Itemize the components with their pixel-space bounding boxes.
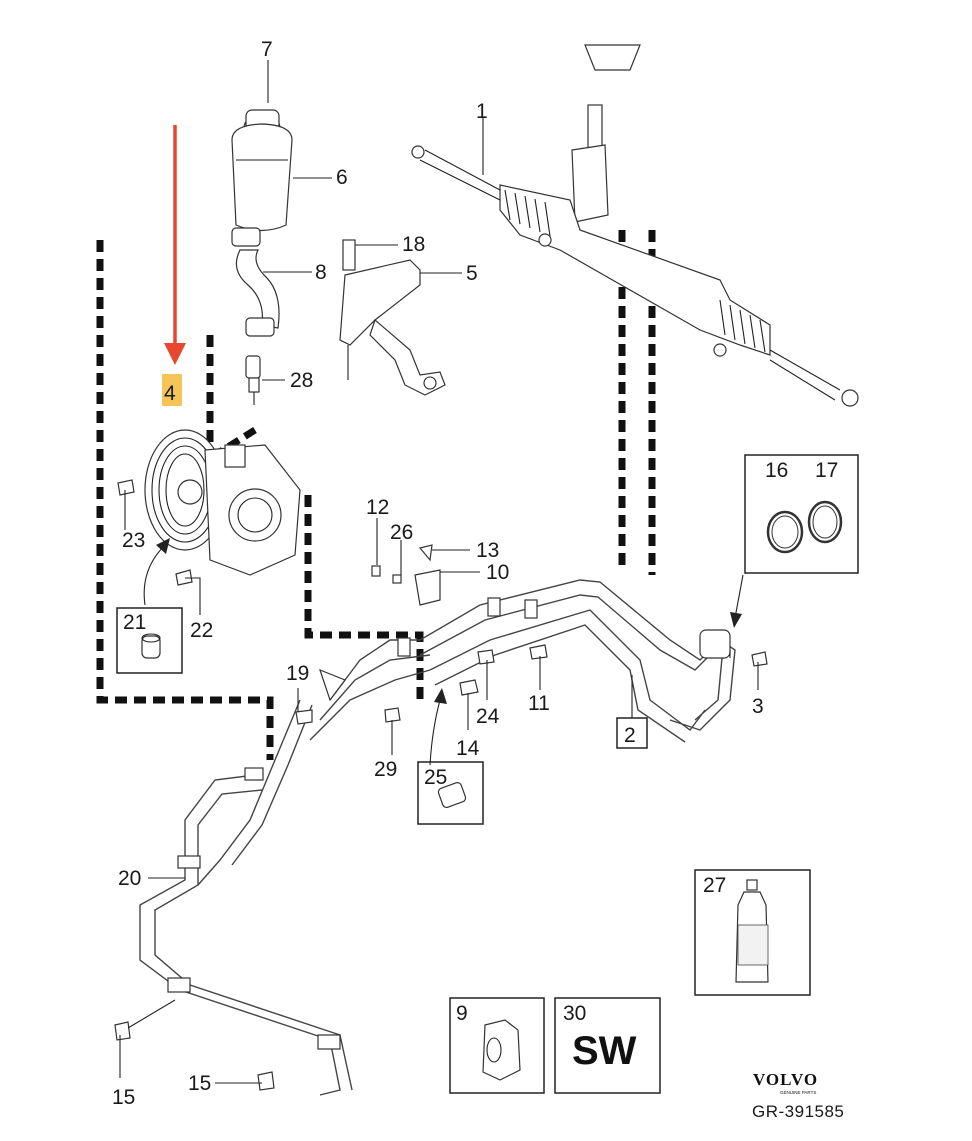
- callout-30[interactable]: 30: [563, 1002, 586, 1025]
- mounting-bracket: [339, 259, 446, 396]
- fluid-reservoir: [231, 109, 293, 337]
- inset-fluid-bottle: [694, 869, 811, 996]
- callout-24[interactable]: 24: [476, 705, 500, 728]
- callout-12[interactable]: 12: [366, 496, 389, 519]
- inset-part-2-frame: [616, 717, 648, 749]
- brand-block: VOLVO GENUINE PARTS GR-391585: [752, 1070, 844, 1121]
- callout-2[interactable]: 2: [624, 724, 636, 747]
- callout-15-bottom[interactable]: 15: [188, 1072, 211, 1095]
- callout-14[interactable]: 14: [456, 737, 480, 760]
- volvo-logo-text: VOLVO: [753, 1070, 818, 1089]
- steering-rack: [411, 44, 859, 407]
- callout-18[interactable]: 18: [402, 233, 425, 256]
- callout-23[interactable]: 23: [122, 529, 145, 552]
- callout-22[interactable]: 22: [190, 619, 213, 642]
- callout-highlight-box: [162, 374, 182, 406]
- callout-1[interactable]: 1: [476, 100, 488, 123]
- inset-o-rings: [744, 454, 859, 574]
- callout-8[interactable]: 8: [315, 261, 327, 284]
- callout-27[interactable]: 27: [703, 874, 726, 897]
- inset-part-25: [417, 761, 484, 825]
- red-pointer-arrow: [164, 125, 186, 365]
- software-sw-label: SW: [572, 1029, 637, 1073]
- callout-28[interactable]: 28: [290, 369, 313, 392]
- direction-arrows: [143, 538, 744, 766]
- callout-3[interactable]: 3: [752, 695, 764, 718]
- callout-25[interactable]: 25: [424, 766, 447, 789]
- callout-19[interactable]: 19: [286, 662, 309, 685]
- callout-4[interactable]: 4: [164, 382, 176, 405]
- callout-20[interactable]: 20: [118, 867, 141, 890]
- callout-labels: 1 2 3 4 5 6 7 8 9 10 11 12 13 14 15 15 1…: [112, 38, 838, 1109]
- callout-21[interactable]: 21: [123, 611, 146, 634]
- callout-11[interactable]: 11: [528, 692, 550, 715]
- inset-part-21: [116, 607, 183, 674]
- bolts-and-clips: [114, 239, 768, 1091]
- pressure-switch: [245, 355, 261, 405]
- callout-5[interactable]: 5: [466, 262, 478, 285]
- callout-10[interactable]: 10: [486, 561, 509, 584]
- callout-7[interactable]: 7: [261, 38, 273, 61]
- hose-assembly: [309, 579, 736, 743]
- callout-13[interactable]: 13: [476, 539, 499, 562]
- callout-26[interactable]: 26: [390, 521, 413, 544]
- callout-17[interactable]: 17: [815, 459, 838, 482]
- cooler-lines: [139, 699, 353, 1096]
- callout-29[interactable]: 29: [374, 758, 397, 781]
- inset-software: [554, 997, 661, 1094]
- callout-15-left[interactable]: 15: [112, 1086, 135, 1109]
- reference-code: GR-391585: [752, 1102, 844, 1121]
- inset-part-9: [449, 997, 545, 1094]
- callout-16[interactable]: 16: [765, 459, 788, 482]
- volvo-tagline: GENUINE PARTS: [780, 1090, 816, 1095]
- leader-lines: [119, 60, 759, 1084]
- power-steering-pump: [144, 429, 301, 576]
- callout-6[interactable]: 6: [336, 166, 348, 189]
- callout-9[interactable]: 9: [456, 1002, 468, 1025]
